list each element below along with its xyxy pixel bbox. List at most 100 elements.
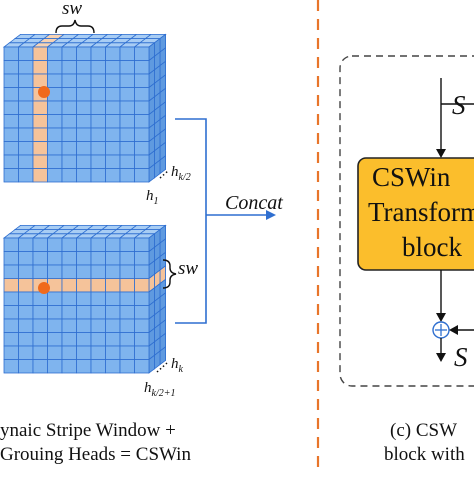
bottom-grid-cell [119,291,135,306]
bottom-grid-cell [105,305,121,320]
top-grid-cell [134,46,150,61]
bottom-grid-cell [3,264,19,279]
top-grid-cell [76,46,92,61]
top-grid-cell [119,168,135,183]
bottom-grid-cell [3,305,19,320]
top-grid-cell [119,73,135,88]
right-caption-line1: (c) CSW [390,420,458,441]
top-grid-cell [3,60,19,75]
bottom-grid-cell [32,305,48,320]
bottom-grid-cell [47,251,63,266]
bottom-grid-cell [47,305,63,320]
top-grid-cell [3,46,19,61]
top-grid-cell [119,154,135,169]
bottom-grid-cell [18,318,34,333]
top-grid-cell [61,154,77,169]
top-heads-dots [159,170,169,179]
top-grid-cell [18,73,34,88]
top-grid-cell [18,114,34,129]
bottom-grid-cell [134,264,150,279]
top-grid-cell [18,127,34,142]
bottom-grid-cell [61,345,77,360]
top-grid-cell [61,141,77,156]
bottom-grid-cell [18,332,34,347]
top-grid-cell [134,141,150,156]
top-grid-cell [90,46,106,61]
bottom-grid-cell [61,305,77,320]
top-grid-cell [61,46,77,61]
top-grid-cell [76,154,92,169]
top-grid-cell [119,87,135,102]
bottom-grid-cell [105,345,121,360]
top-grid-cell [3,100,19,115]
top-grid-cell [90,100,106,115]
top-grid-cell [3,114,19,129]
bottom-grid-cell [134,291,150,306]
top-grid-cell [90,114,106,129]
bottom-grid-cell [3,237,19,252]
bottom-grid-cell [76,332,92,347]
top-grid-cell [134,100,150,115]
bottom-grid-cell [105,318,121,333]
top-grid-cell [134,73,150,88]
bottom-grid-cell [119,359,135,374]
bottom-grid-cell [90,291,106,306]
bottom-grid-cell [76,264,92,279]
bottom-grid-stripe-cell [119,278,135,293]
bottom-grid-cell [3,332,19,347]
block-input-label: S [452,90,466,120]
concat-arrow-head [266,210,276,220]
bottom-grid-cell [18,264,34,279]
top-grid-cell [18,87,34,102]
top-grid-cell [105,141,121,156]
top-grid-cell [76,127,92,142]
top-grid-cell [18,154,34,169]
top-grid-cell [90,87,106,102]
bottom-grid-cell [61,237,77,252]
top-grid-cell [61,127,77,142]
bottom-grid-cell [61,359,77,374]
bottom-grid-cell [119,305,135,320]
block-input-arrow-head [436,149,446,158]
bottom-grid-cell [18,237,34,252]
top-grid-cell [18,46,34,61]
top-grid-cell [61,100,77,115]
bottom-grid-cell [76,305,92,320]
top-grid-cell [105,87,121,102]
top-grid-cell [119,127,135,142]
bottom-grid-cell [90,251,106,266]
top-grid-cell [105,60,121,75]
bottom-grid-stripe-cell [3,278,19,293]
bottom-grid-stripe-cell [134,278,150,293]
top-grid-cell [90,168,106,183]
bottom-stripe-brace [162,259,177,289]
top-grid-cell [119,114,135,129]
top-head-lower-label: h1 [146,188,159,207]
bottom-grid-cell [76,291,92,306]
bottom-grid-stripe-cell [105,278,121,293]
top-grid-cube [2,33,167,183]
top-grid-cell [90,60,106,75]
bottom-grid-query-dot [38,282,50,294]
top-grid-cell [105,168,121,183]
top-grid-cell [61,60,77,75]
top-grid-cell [3,154,19,169]
top-grid-cell [76,73,92,88]
top-grid-cell [134,60,150,75]
bottom-grid-cell [3,345,19,360]
block-text-line2: Transform [368,197,474,227]
top-grid-query-dot [38,86,50,98]
top-grid-cell [47,154,63,169]
bottom-grid-cell [119,345,135,360]
top-grid-cell [134,114,150,129]
top-grid-cell [76,114,92,129]
top-grid-cell [90,73,106,88]
top-grid-cell [47,100,63,115]
bottom-grid-cell [119,332,135,347]
bottom-grid-cell [18,359,34,374]
bottom-grid-cell [47,291,63,306]
bottom-grid-stripe-cell [18,278,34,293]
bottom-grid-stripe-cell [61,278,77,293]
bottom-stripe-width-label: sw [178,258,199,279]
top-head-upper-label: hk/2 [171,164,191,183]
